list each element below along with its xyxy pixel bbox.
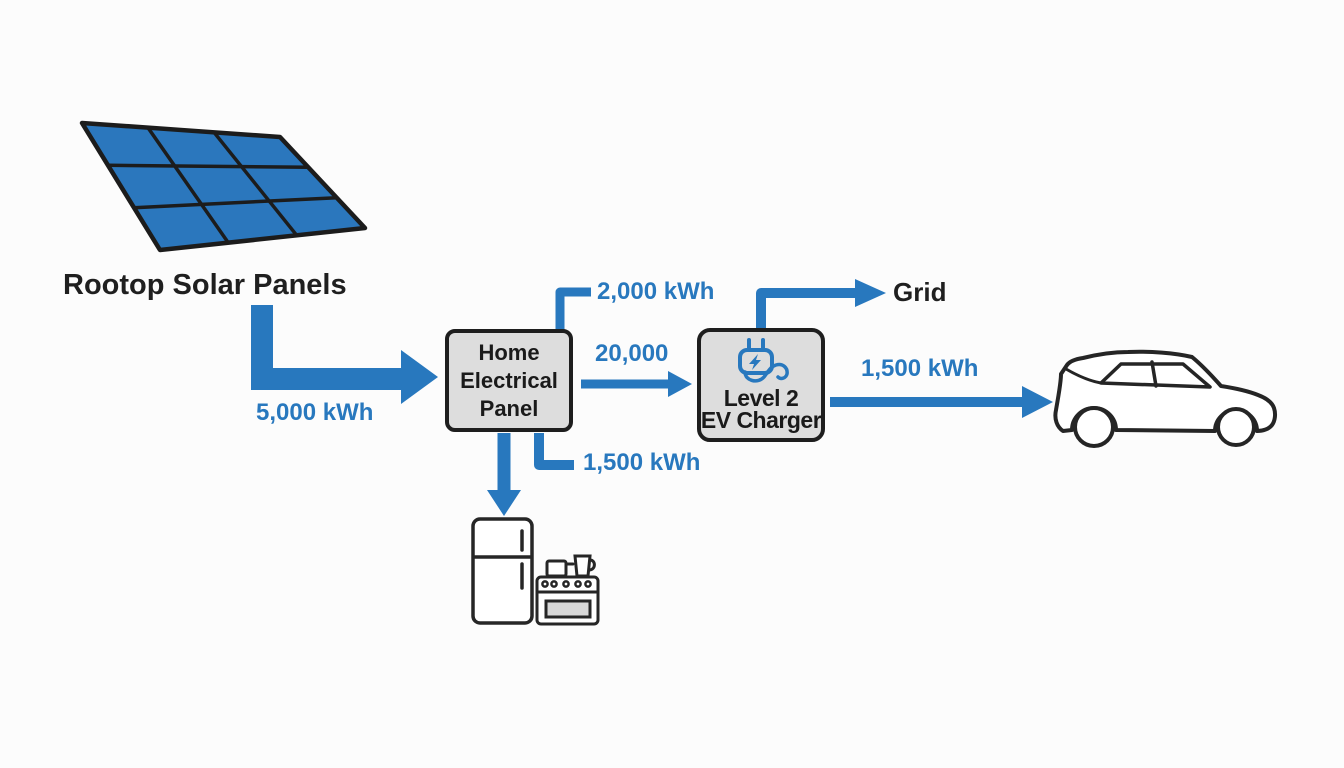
home-electrical-panel-node: Home Electrical Panel: [445, 329, 573, 432]
solar-panel-icon: [79, 120, 368, 253]
ev-plug-icon: [738, 338, 789, 383]
ev-charger-label-line2: EV Charger: [700, 407, 822, 433]
car-icon: [1053, 349, 1278, 448]
flow-label-charger-to-car: 1,500 kWh: [861, 355, 979, 382]
home-panel-label-line1: Home: [478, 339, 540, 365]
flow-label-panel-to-grid: 2,000 kWh: [597, 278, 715, 305]
ev-charger-label-line1: Level 2: [723, 385, 799, 411]
stove-icon: [535, 554, 600, 626]
flow-arrow-panel-to-appliances: [487, 433, 521, 516]
flow-label-panel-to-appliances: 1,500 kWh: [583, 449, 701, 476]
flow-arrow-solar-to-panel: [251, 305, 438, 404]
grid-node-label: Grid: [893, 277, 947, 307]
flow-line-appliances-label: [534, 433, 574, 470]
flow-line-panel-to-grid: [555, 287, 591, 331]
solar-panels-label: Rootop Solar Panels: [63, 269, 347, 301]
flow-arrow-charger-to-car: [830, 386, 1053, 418]
fridge-icon: [471, 517, 534, 625]
flow-arrow-charger-to-grid: [756, 279, 886, 329]
home-panel-label-line2: Electrical: [460, 367, 558, 393]
ev-charger-node: Level 2 EV Charger: [697, 328, 825, 442]
flow-arrow-panel-to-charger: [581, 371, 692, 397]
home-panel-label-line3: Panel: [479, 395, 539, 421]
flow-label-solar-to-panel: 5,000 kWh: [256, 399, 374, 426]
flow-label-panel-to-charger: 20,000: [595, 340, 669, 367]
